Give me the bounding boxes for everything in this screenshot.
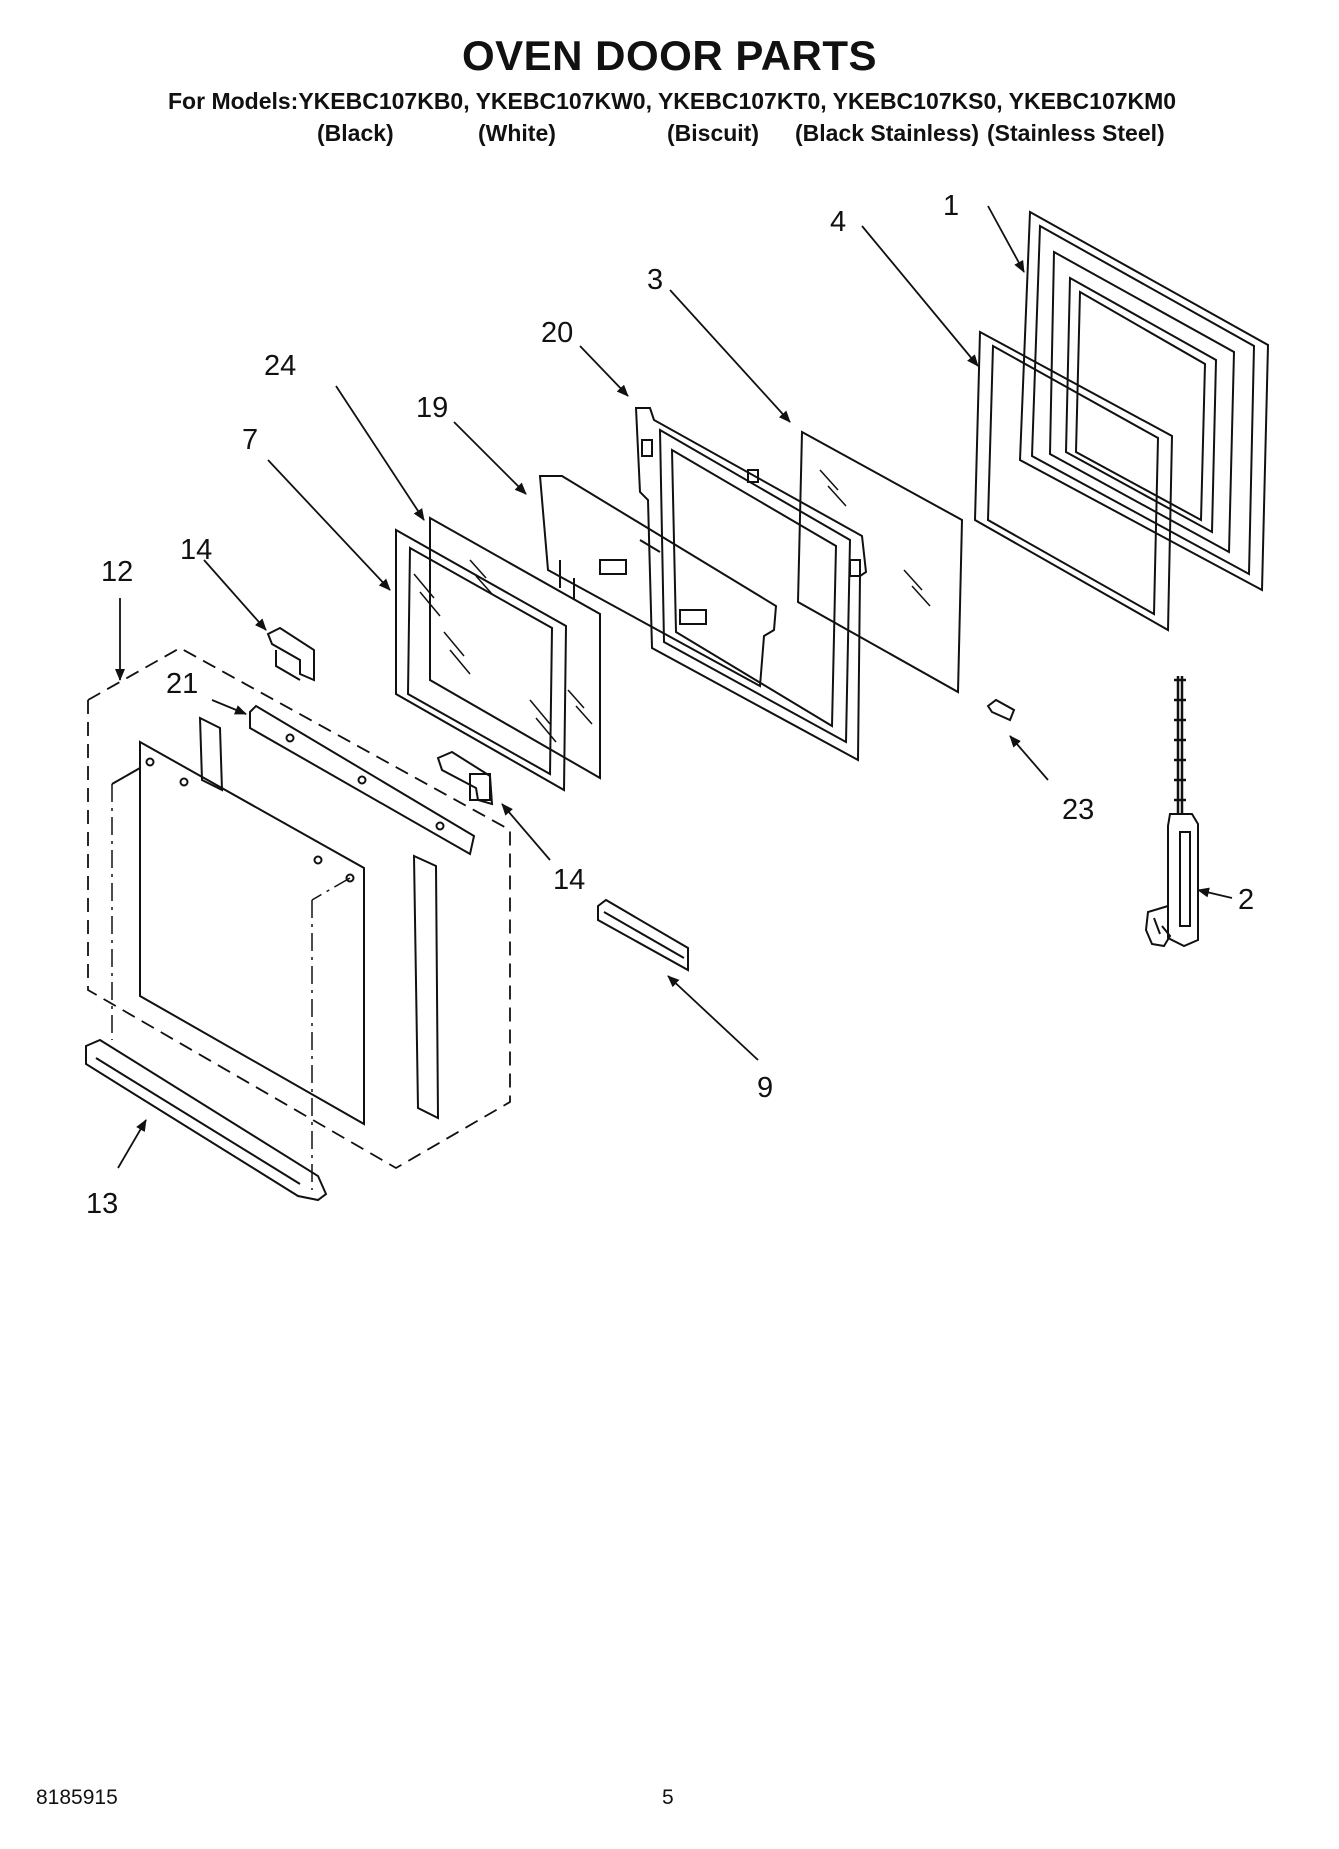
part-7-outer-glass <box>395 528 568 792</box>
part-14-bracket-upper <box>266 626 315 682</box>
callout-2: 2 <box>1238 884 1255 916</box>
models-line: For Models:YKEBC107KB0, YKEBC107KW0, YKE… <box>168 88 1177 114</box>
part-24-middle-glass <box>429 516 601 780</box>
variant-black-stainless: (Black Stainless) <box>795 120 980 146</box>
callout-14-upper: 14 <box>180 534 213 566</box>
callout-19: 19 <box>416 392 449 424</box>
part-23-clip <box>986 698 1016 722</box>
callout-leaders <box>115 205 1233 1169</box>
part-9-vent <box>597 898 689 972</box>
page-title: OVEN DOOR PARTS <box>461 32 878 79</box>
variant-white: (White) <box>478 120 556 146</box>
part-20-glass-retainer <box>634 407 868 762</box>
callout-7: 7 <box>242 424 259 456</box>
callout-23: 23 <box>1062 794 1095 826</box>
door-side-trim-right <box>412 854 440 1120</box>
part-13-door-handle <box>85 1038 328 1202</box>
part-4-door-gasket <box>973 330 1174 632</box>
callout-21: 21 <box>166 668 199 700</box>
door-outer-panel <box>111 740 365 1126</box>
page-number: 5 <box>662 1786 674 1809</box>
part-1-outer-door-frame <box>1018 210 1270 592</box>
door-side-trim-left <box>198 716 224 792</box>
callout-4: 4 <box>830 206 847 238</box>
variant-biscuit: (Biscuit) <box>667 120 759 146</box>
callout-9: 9 <box>757 1072 774 1104</box>
callout-13: 13 <box>86 1188 119 1220</box>
part-2-hinge <box>1144 676 1199 948</box>
callout-24: 24 <box>264 350 297 382</box>
part-12-door-assembly-outline <box>87 646 511 1170</box>
part-21-strip <box>249 704 476 856</box>
callout-20: 20 <box>541 317 574 349</box>
variant-stainless-steel: (Stainless Steel) <box>987 120 1165 146</box>
callout-1: 1 <box>943 190 960 222</box>
part-14-bracket-lower <box>436 750 494 806</box>
document-number: 8185915 <box>36 1786 118 1809</box>
variant-black: (Black) <box>317 120 394 146</box>
callout-14-lower: 14 <box>553 864 586 896</box>
callout-12: 12 <box>101 556 134 588</box>
part-19-baffle <box>538 475 778 688</box>
callout-3: 3 <box>647 264 664 296</box>
part-3-inner-glass <box>796 430 964 694</box>
screw-alignment-lines <box>111 784 351 1190</box>
